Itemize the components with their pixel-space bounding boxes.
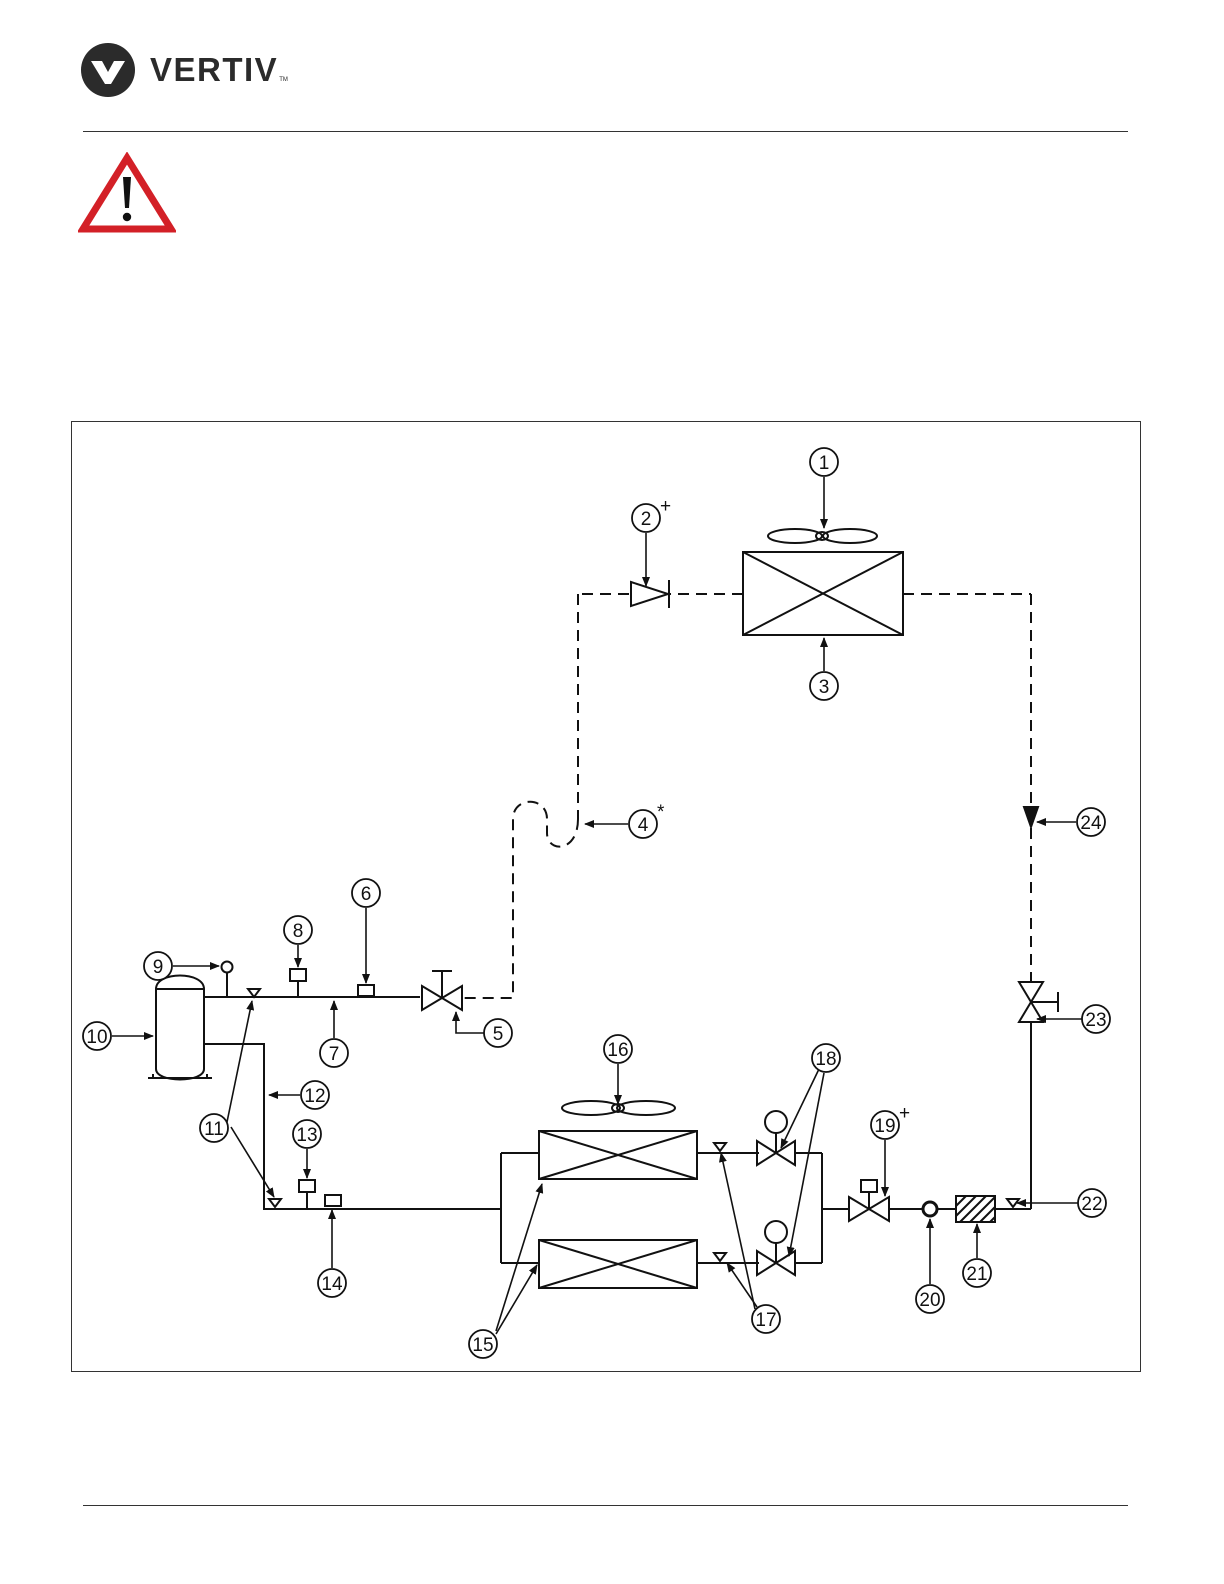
condenser-fan-icon xyxy=(768,529,877,543)
callout-22: 22 xyxy=(1078,1189,1106,1217)
header-rule xyxy=(83,131,1128,132)
callout-3: 3 xyxy=(810,672,838,700)
callout-20: 20 xyxy=(916,1285,944,1313)
temperature-sensor-icon xyxy=(358,985,374,996)
callout-number: 8 xyxy=(293,921,304,942)
service-port-icon xyxy=(248,989,260,997)
brand-logo: VERTIV TM xyxy=(80,42,288,98)
callout-number: 22 xyxy=(1081,1194,1102,1215)
callout-number: 17 xyxy=(755,1310,776,1331)
callout-1: 1 xyxy=(810,448,838,476)
callout-9: 9 xyxy=(144,952,172,980)
brand-trademark: TM xyxy=(279,77,288,83)
callout-number: 2 xyxy=(641,509,652,530)
callout-19: 19+ xyxy=(871,1103,910,1139)
temperature-sensor-icon xyxy=(325,1195,341,1206)
evaporator-coil xyxy=(539,1131,697,1179)
callout-7: 7 xyxy=(320,1039,348,1067)
check-valve-icon xyxy=(631,580,669,608)
callout-21: 21 xyxy=(963,1259,991,1287)
callout-6: 6 xyxy=(352,879,380,907)
callout-14: 14 xyxy=(318,1269,346,1297)
service-valve-icon xyxy=(1019,982,1058,1022)
pressure-transducer-icon xyxy=(290,969,306,981)
flow-check-icon xyxy=(1024,807,1038,827)
callout-number: 10 xyxy=(86,1027,107,1048)
callout-number: 1 xyxy=(819,453,830,474)
field-piping xyxy=(462,594,1031,998)
callout-number: 11 xyxy=(204,1119,224,1140)
callout-number: 9 xyxy=(153,957,164,978)
callout-12: 12 xyxy=(301,1081,329,1109)
expansion-valve-icon xyxy=(757,1111,795,1165)
callout-mark: + xyxy=(899,1103,910,1124)
diagram-canvas: 12+34*5678910111213141516171819+20212223… xyxy=(72,422,1142,1373)
callout-number: 7 xyxy=(329,1044,340,1065)
callout-number: 19 xyxy=(874,1116,895,1137)
callout-number: 5 xyxy=(493,1024,504,1045)
callout-11: 11 xyxy=(200,1114,228,1142)
expansion-valve-icon xyxy=(757,1221,795,1275)
pressure-switch-icon xyxy=(222,962,233,973)
callout-number: 20 xyxy=(919,1290,940,1311)
callout-2: 2+ xyxy=(632,496,671,532)
service-port-icon xyxy=(269,1199,281,1207)
service-port-icon xyxy=(714,1253,726,1261)
condenser-coil xyxy=(743,552,903,635)
callout-17: 17 xyxy=(752,1305,780,1333)
service-valve-icon xyxy=(422,971,462,1010)
vertiv-logo-icon xyxy=(80,42,136,98)
callout-8: 8 xyxy=(284,916,312,944)
callout-number: 12 xyxy=(304,1086,325,1107)
evaporator-coil xyxy=(539,1240,697,1288)
callout-number: 4 xyxy=(638,815,649,836)
callout-24: 24 xyxy=(1077,808,1105,836)
pressure-transducer-icon xyxy=(299,1180,315,1192)
compressor-icon xyxy=(148,976,212,1080)
callout-number: 24 xyxy=(1080,813,1102,834)
callout-number: 14 xyxy=(321,1274,343,1295)
callout-number: 23 xyxy=(1085,1010,1106,1031)
callout-10: 10 xyxy=(83,1022,111,1050)
footer-rule xyxy=(83,1505,1128,1506)
warning-triangle-icon xyxy=(78,152,176,234)
callout-5: 5 xyxy=(484,1019,512,1047)
filter-drier-icon xyxy=(956,1196,995,1222)
callout-number: 6 xyxy=(361,884,372,905)
callout-mark: + xyxy=(660,496,671,517)
brand-name: VERTIV xyxy=(150,51,278,89)
callout-16: 16 xyxy=(604,1035,632,1063)
callout-mark: * xyxy=(657,802,665,823)
service-port-icon xyxy=(714,1143,726,1151)
callout-number: 21 xyxy=(966,1264,987,1285)
suction-line xyxy=(204,1044,501,1209)
callout-number: 13 xyxy=(296,1125,317,1146)
callout-number: 15 xyxy=(472,1335,493,1356)
sight-glass-icon xyxy=(923,1202,937,1216)
callout-15: 15 xyxy=(469,1330,497,1358)
callout-number: 16 xyxy=(607,1040,628,1061)
callout-23: 23 xyxy=(1082,1005,1110,1033)
callout-4: 4* xyxy=(629,802,665,838)
callout-number: 18 xyxy=(815,1049,836,1070)
solenoid-valve-icon xyxy=(849,1180,889,1221)
callout-18: 18 xyxy=(812,1044,840,1072)
callout-number: 3 xyxy=(819,677,830,698)
callout-13: 13 xyxy=(293,1120,321,1148)
